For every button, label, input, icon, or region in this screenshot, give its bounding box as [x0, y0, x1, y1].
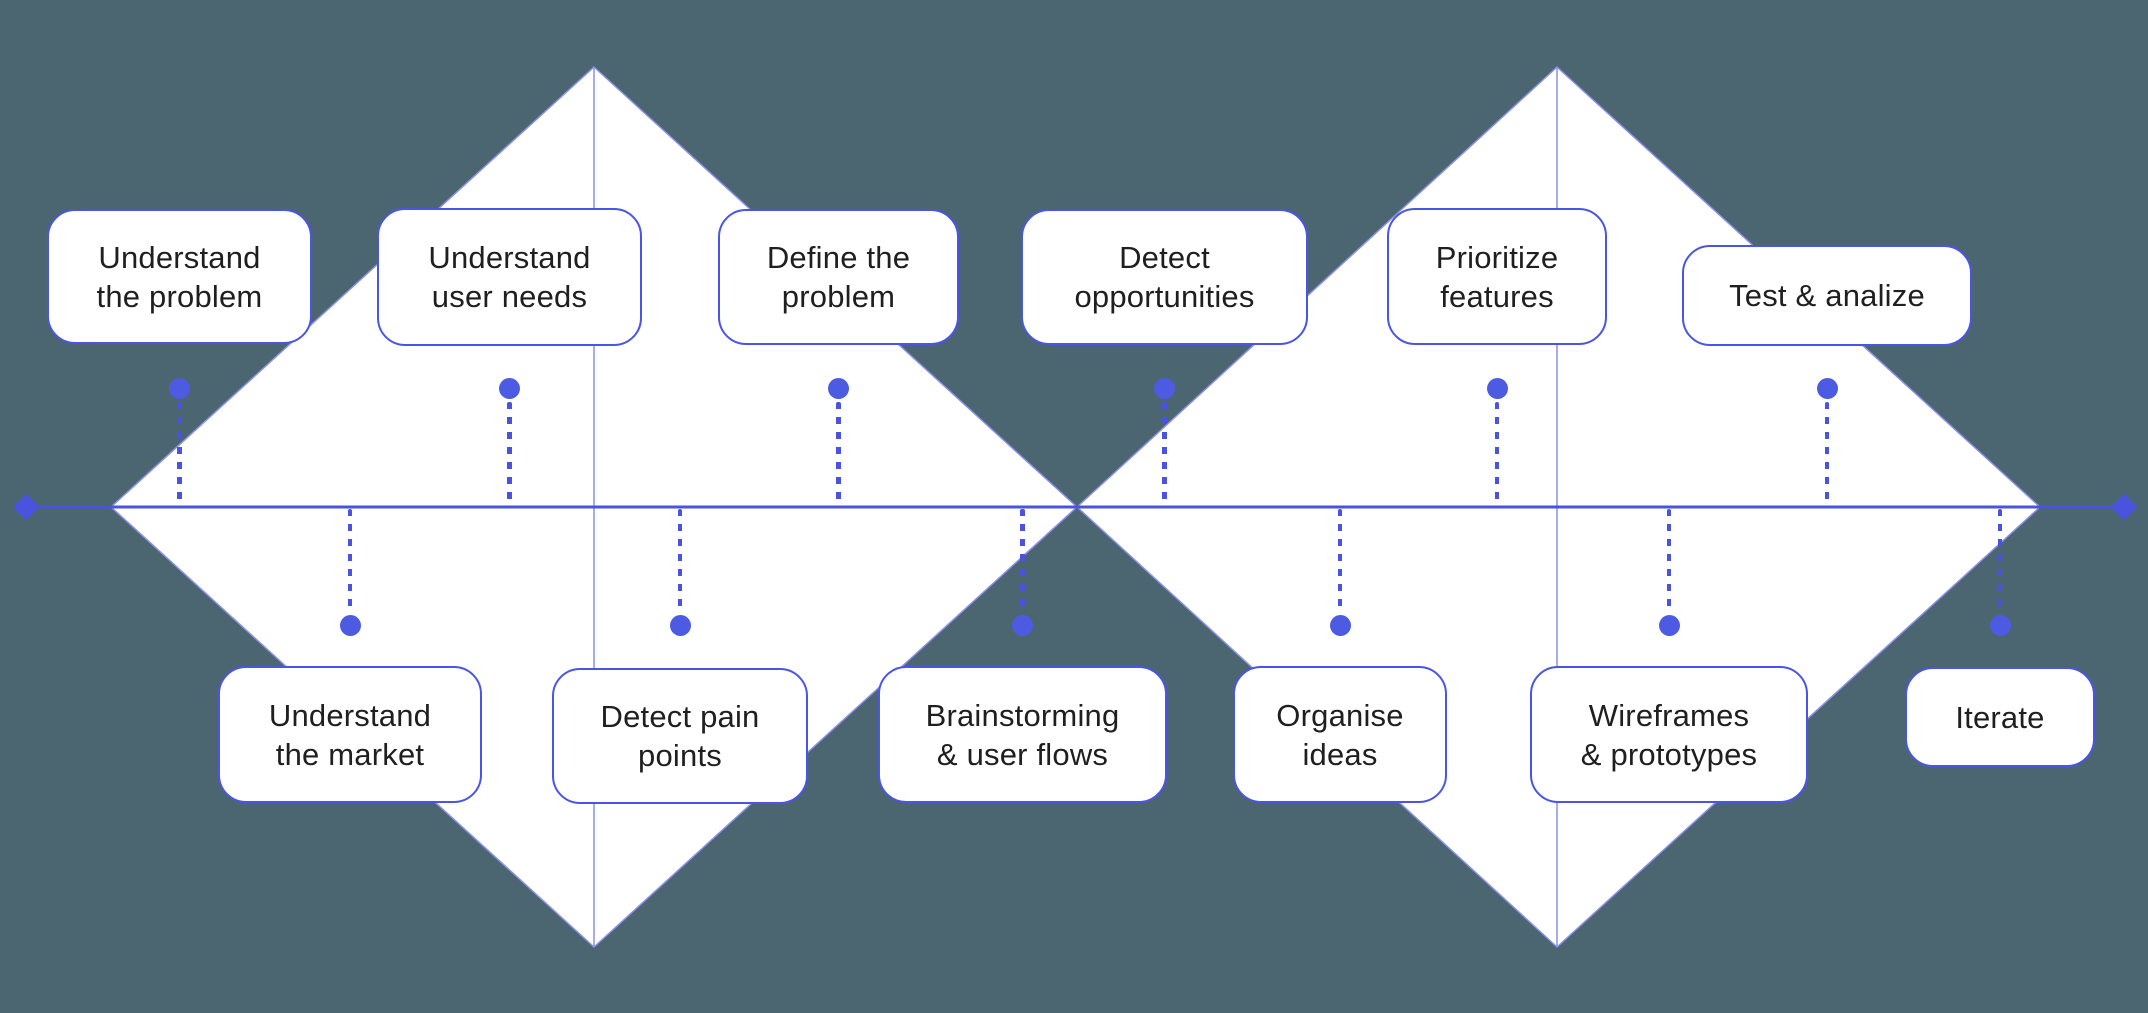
stage-card-label: problem — [781, 279, 896, 314]
stage-card-label: & prototypes — [1580, 736, 1758, 772]
stage-card-label: ideas — [1302, 736, 1378, 772]
stage-card-label: features — [1440, 278, 1554, 314]
stage-card-label: Organise — [1276, 697, 1404, 733]
connector-dotted-line — [1666, 509, 1672, 612]
connector-dot-icon — [499, 377, 520, 399]
stage-card-label: the problem — [96, 278, 263, 314]
stage-card-brainstorming-user-flows: Brainstorming& user flows — [878, 666, 1167, 803]
stage-card-label: Understand — [428, 240, 591, 275]
stage-card-label: Understand — [268, 697, 432, 733]
connector-dotted-line — [507, 402, 512, 506]
connector-dot-icon — [1989, 614, 2011, 636]
stage-card-wireframes-prototypes: Wireframes& prototypes — [1530, 666, 1808, 803]
connector-dot-icon — [169, 377, 190, 399]
stage-card-label: Define the — [766, 240, 911, 275]
stage-card-label: opportunities — [1074, 279, 1255, 314]
connector-dotted-line — [1162, 402, 1167, 506]
connector-dotted-line — [1997, 509, 2003, 612]
stage-card-iterate: Iterate — [1905, 667, 2095, 767]
connector-dotted-line — [1337, 509, 1343, 612]
connector-dot-icon — [1154, 377, 1175, 399]
connector-dotted-line — [1494, 402, 1500, 506]
connector-dot-icon — [1816, 377, 1838, 399]
stage-card-define-the-problem: Define the problem — [718, 209, 959, 345]
stage-card-detect-opportunities: Detect opportunities — [1021, 209, 1308, 345]
stage-card-label: the market — [275, 736, 425, 772]
connector-dot-icon — [1012, 614, 1033, 636]
connector-dotted-line — [1824, 402, 1830, 506]
connector-dot-icon — [828, 377, 849, 399]
connector-dot-icon — [669, 614, 691, 636]
connector-dotted-line — [677, 509, 683, 612]
stage-card-label: Wireframes — [1588, 697, 1750, 733]
connector-dotted-line — [177, 402, 182, 506]
connector-dot-icon — [339, 614, 361, 636]
stage-card-label: Detect pain — [600, 699, 760, 734]
connector-dot-icon — [1329, 614, 1351, 636]
stage-card-label: Detect — [1119, 240, 1210, 275]
connector-dotted-line — [347, 509, 353, 612]
stage-card-label: & user flows — [936, 736, 1109, 772]
stage-card-label: Iterate — [1955, 699, 2045, 735]
stage-card-understand-user-needs: Understand user needs — [377, 208, 642, 346]
stage-card-test-analize: Test & analize — [1682, 245, 1972, 346]
stage-card-label: Test & analize — [1729, 278, 1925, 313]
stage-card-label: Prioritize — [1435, 239, 1559, 275]
stage-card-label: points — [638, 738, 722, 773]
stage-card-detect-pain-points: Detect pain points — [552, 668, 808, 804]
stage-card-label: Understand — [98, 239, 261, 275]
connector-dotted-line — [836, 402, 841, 506]
stage-card-label: Brainstorming — [925, 697, 1120, 733]
connector-dot-icon — [1658, 614, 1680, 636]
connector-dot-icon — [1486, 377, 1508, 399]
connector-dotted-line — [1020, 509, 1025, 612]
stage-card-label: user needs — [431, 279, 588, 314]
